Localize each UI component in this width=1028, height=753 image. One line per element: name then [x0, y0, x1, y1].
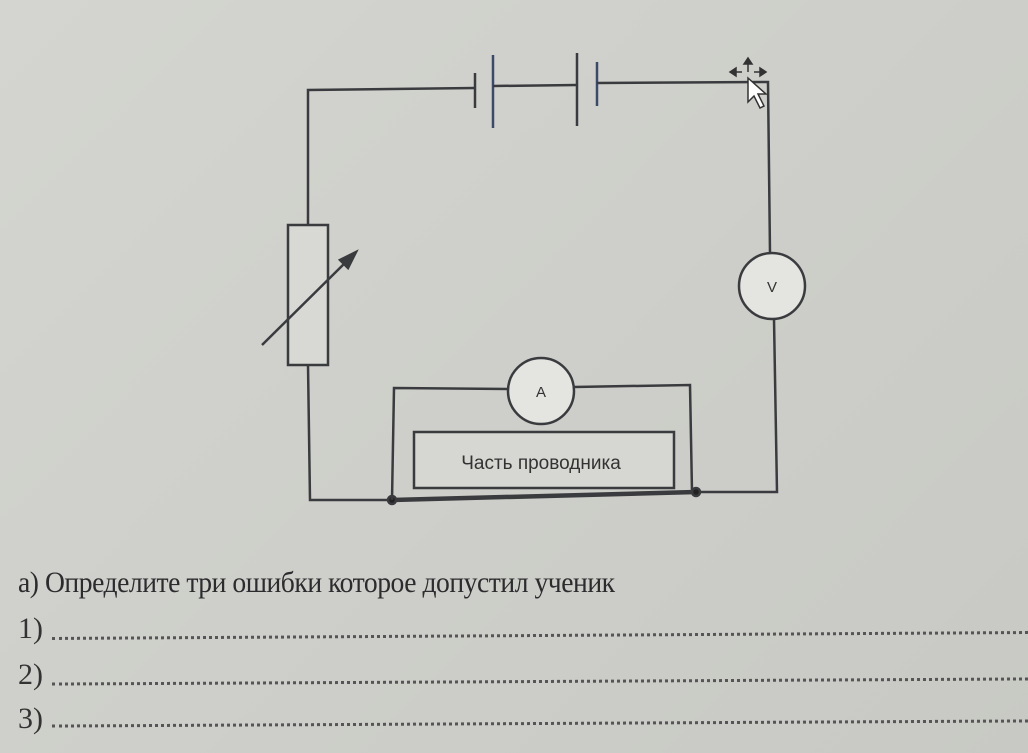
rheostat-box — [286, 223, 330, 367]
conductor-wire — [391, 489, 697, 503]
ammeter-label: A — [536, 384, 546, 401]
voltmeter-label: V — [767, 279, 777, 296]
wire-right — [695, 318, 779, 494]
conductor-label: Часть проводника — [461, 453, 621, 474]
move-cursor-icon — [728, 56, 768, 110]
question-prompt: а) Определите три ошибки которое допусти… — [18, 566, 615, 599]
wire-left-bottom — [306, 364, 392, 502]
conductor-label-box — [412, 430, 676, 490]
wire-between-cells — [492, 83, 578, 88]
rheostat-arrow — [261, 257, 351, 346]
wire-top-right — [596, 80, 772, 254]
answer-number-2: 2) — [18, 658, 43, 691]
junction-right — [690, 486, 702, 498]
wire-top-left — [306, 86, 476, 225]
voltmeter-circle — [737, 251, 807, 321]
ammeter-wire-right — [573, 383, 694, 493]
ammeter-circle — [506, 356, 576, 426]
answer-number-3: 3) — [18, 702, 43, 735]
ammeter-wire-left — [390, 386, 509, 501]
rheostat-arrow-head — [337, 249, 359, 271]
answer-number-1: 1) — [18, 612, 43, 645]
